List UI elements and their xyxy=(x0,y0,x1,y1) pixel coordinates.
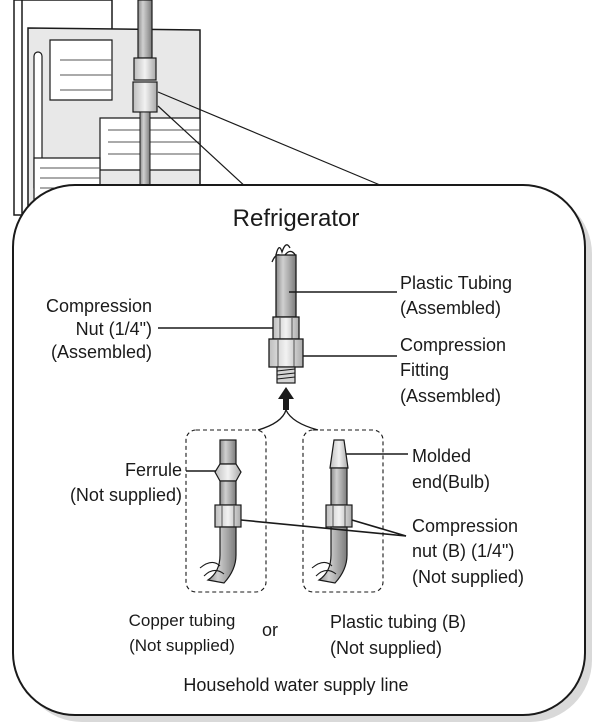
compression-nut-b-label-2: nut (B) (1/4") xyxy=(412,541,514,561)
compression-nut-label-3: (Assembled) xyxy=(51,342,152,362)
copper-option-box xyxy=(185,429,267,593)
compression-fitting-assembled xyxy=(268,338,304,368)
copper-tubing-label-1: Copper tubing xyxy=(129,611,236,630)
compression-fitting-label-1: Compression xyxy=(400,335,506,355)
compression-nut-assembled xyxy=(272,316,300,340)
compression-nut-label-1: Compression xyxy=(46,296,152,316)
compression-fitting-label-2: Fitting xyxy=(400,360,449,380)
plastic-tubing-label-2: (Assembled) xyxy=(400,298,501,318)
connect-arrow xyxy=(278,387,294,410)
compression-nut-label-2: Nut (1/4") xyxy=(76,319,152,339)
household-water-line-label: Household water supply line xyxy=(183,675,408,695)
ferrule-label-2: (Not supplied) xyxy=(70,485,182,505)
plastic-tubing-assembled xyxy=(275,254,297,318)
leader-lines xyxy=(158,291,408,537)
copper-tubing-label-2: (Not supplied) xyxy=(129,636,235,655)
plastic-tubing-label-1: Plastic Tubing xyxy=(400,273,512,293)
compression-nut-b-label-3: (Not supplied) xyxy=(412,567,524,587)
split-left-line xyxy=(257,409,287,431)
ferrule-label-1: Ferrule xyxy=(125,460,182,480)
plastic-tubing-b-assembly xyxy=(311,439,353,584)
compression-nut-b-copper xyxy=(214,504,242,528)
plastic-tubing-b-label-2: (Not supplied) xyxy=(330,638,442,658)
refrigerator-back-illustration xyxy=(13,0,381,216)
molded-end-label-1: Molded xyxy=(412,446,471,466)
molded-end-label-2: end(Bulb) xyxy=(412,472,490,492)
plastic-option-box xyxy=(302,429,384,593)
ferrule-shape xyxy=(214,463,242,482)
or-label: or xyxy=(262,620,278,640)
copper-tubing-assembly xyxy=(199,439,242,584)
compression-fitting-label-3: (Assembled) xyxy=(400,386,501,406)
compression-nut-b-plastic xyxy=(325,504,353,528)
callout-box xyxy=(12,184,586,716)
plastic-tubing-b-label-1: Plastic tubing (B) xyxy=(330,612,466,632)
refrigerator-tube-assembly xyxy=(268,244,304,384)
split-right-line xyxy=(285,409,319,431)
compression-nut-b-label-1: Compression xyxy=(412,516,518,536)
refrigerator-title: Refrigerator xyxy=(233,205,360,232)
